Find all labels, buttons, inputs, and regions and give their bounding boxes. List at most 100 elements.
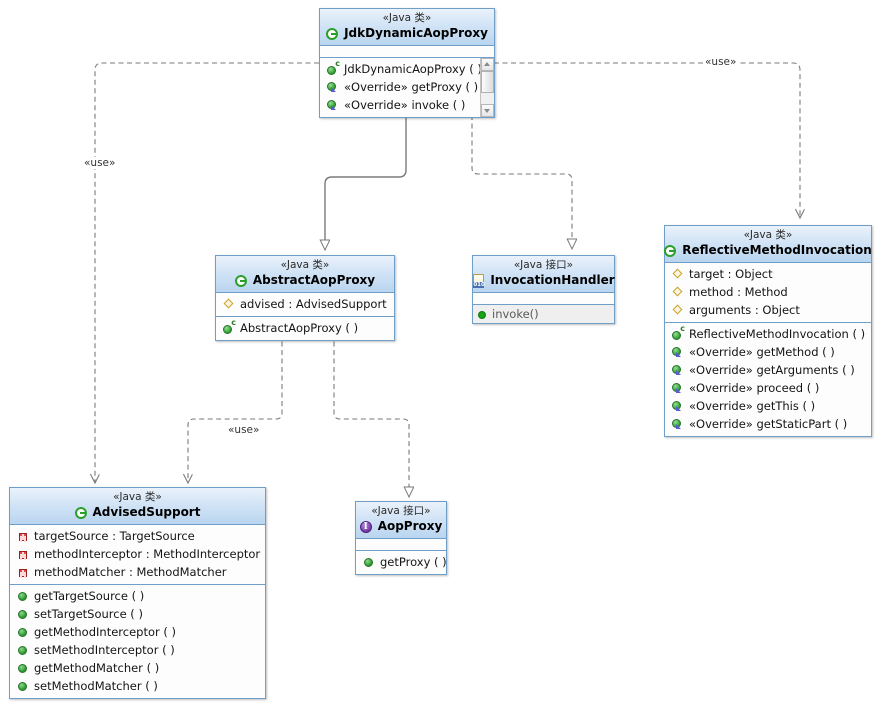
member-label: targetSource : TargetSource: [34, 529, 195, 544]
member-row[interactable]: setMethodInterceptor ( ): [10, 641, 265, 659]
class-name-row: ReflectiveMethodInvocation: [664, 243, 872, 258]
public-method-icon: [17, 644, 29, 656]
fields-compartment: advised : AdvisedSupport: [216, 293, 394, 317]
member-row[interactable]: «Override» getStaticPart ( ): [665, 415, 871, 433]
class-stereotype: «Java 类»: [743, 229, 793, 241]
override-method-icon: [672, 418, 684, 430]
private-field-icon: [17, 530, 29, 542]
member-label: methodInterceptor : MethodInterceptor: [34, 547, 261, 562]
override-method-icon: [672, 400, 684, 412]
edge-use-jdk-to-reflectivemethodinvocation: [494, 62, 800, 218]
class-header-reflective-method-invocation: «Java 类» ReflectiveMethodInvocation: [664, 226, 872, 264]
member-row[interactable]: getProxy ( ): [356, 553, 447, 571]
member-row[interactable]: «Override» proceed ( ): [665, 379, 871, 397]
member-row[interactable]: JdkDynamicAopProxy ( ): [320, 60, 482, 78]
override-method-icon: [672, 364, 684, 376]
public-method-icon: [363, 556, 375, 568]
member-label: ReflectiveMethodInvocation ( ): [689, 327, 866, 342]
member-label: setTargetSource ( ): [34, 607, 143, 622]
class-name: AdvisedSupport: [92, 505, 201, 520]
constructor-icon: [223, 319, 236, 335]
protected-field-icon: [672, 286, 684, 298]
member-row[interactable]: «Override» invoke ( ): [320, 96, 479, 114]
member-row[interactable]: setMethodMatcher ( ): [10, 677, 265, 695]
override-method-icon: [672, 346, 684, 358]
member-row[interactable]: target : Object: [665, 265, 871, 283]
override-method-icon: [327, 99, 339, 111]
class-box-advised-support[interactable]: «Java 类» AdvisedSupport targetSource : T…: [9, 487, 266, 700]
class-box-jdk-dynamic-aop-proxy[interactable]: «Java 类» JdkDynamicAopProxy JdkDynamicAo…: [319, 8, 495, 119]
class-box-invocation-handler[interactable]: «Java 接口» InvocationHandler invoke(): [472, 255, 615, 325]
class-box-abstract-aop-proxy[interactable]: «Java 类» AbstractAopProxy advised : Advi…: [215, 255, 395, 342]
public-method-icon: [17, 626, 29, 638]
class-header-advised-support: «Java 类» AdvisedSupport: [10, 488, 265, 526]
member-label: methodMatcher : MethodMatcher: [34, 565, 227, 580]
member-row[interactable]: advised : AdvisedSupport: [216, 295, 394, 313]
member-row[interactable]: methodInterceptor : MethodInterceptor: [10, 545, 265, 563]
member-row[interactable]: «Override» getProxy ( ): [320, 78, 479, 96]
public-method-icon: [17, 590, 29, 602]
class-name-row: AopProxy: [359, 519, 442, 534]
class-stereotype: «Java 接口»: [371, 505, 431, 517]
member-row[interactable]: getTargetSource ( ): [10, 587, 265, 605]
private-field-icon: [17, 548, 29, 560]
member-row[interactable]: targetSource : TargetSource: [10, 527, 265, 545]
edge-generalization-jdk-to-abstract: [325, 118, 407, 250]
class-header-abstract-aop-proxy: «Java 类» AbstractAopProxy: [216, 256, 394, 294]
member-row[interactable]: methodMatcher : MethodMatcher: [10, 563, 265, 581]
methods-compartment: getProxy ( ): [356, 550, 447, 575]
member-label: JdkDynamicAopProxy ( ): [344, 62, 482, 77]
scroll-up-arrow-icon[interactable]: [481, 58, 494, 72]
member-label: «Override» getArguments ( ): [689, 363, 855, 378]
class-icon: [234, 274, 249, 288]
member-row[interactable]: «Override» getArguments ( ): [665, 361, 871, 379]
member-row[interactable]: method : Method: [665, 283, 871, 301]
java-binary-icon: [472, 273, 486, 288]
class-icon: [326, 27, 340, 41]
member-row[interactable]: ReflectiveMethodInvocation ( ): [665, 325, 871, 343]
class-name-row: AbstractAopProxy: [220, 273, 390, 288]
edge-realization-jdk-to-invocationhandler: [471, 115, 572, 249]
protected-field-icon: [672, 268, 684, 280]
class-header-aop-proxy: «Java 接口» AopProxy: [356, 502, 446, 540]
member-row[interactable]: getMethodMatcher ( ): [10, 659, 265, 677]
public-method-icon: [17, 662, 29, 674]
scrollbar-thumb[interactable]: [481, 71, 494, 94]
methods-compartment: getTargetSource ( ) setTargetSource ( ) …: [10, 584, 265, 699]
class-stereotype: «Java 类»: [280, 259, 330, 271]
class-box-reflective-method-invocation[interactable]: «Java 类» ReflectiveMethodInvocation targ…: [664, 225, 872, 438]
member-row[interactable]: getMethodInterceptor ( ): [10, 623, 265, 641]
member-label: getMethodMatcher ( ): [34, 661, 160, 676]
member-label: setMethodMatcher ( ): [34, 679, 158, 694]
member-label: «Override» getMethod ( ): [689, 345, 835, 360]
class-stereotype: «Java 类»: [113, 491, 162, 503]
class-icon: [74, 506, 89, 520]
member-row[interactable]: AbstractAopProxy ( ): [216, 319, 394, 337]
member-row[interactable]: setTargetSource ( ): [10, 605, 265, 623]
edge-label-use-top-right: «use»: [703, 56, 739, 68]
class-stereotype: «Java 类»: [382, 12, 432, 24]
class-name-row: InvocationHandler: [473, 273, 615, 288]
override-method-icon: [672, 382, 684, 394]
constructor-icon: [327, 60, 340, 76]
class-name: AbstractAopProxy: [252, 273, 376, 288]
override-method-icon: [327, 81, 339, 93]
scroll-down-arrow-icon[interactable]: [481, 104, 494, 118]
member-row[interactable]: arguments : Object: [665, 301, 871, 319]
member-row[interactable]: «Override» getThis ( ): [665, 397, 871, 415]
class-header-invocation-handler: «Java 接口» InvocationHandler: [473, 256, 615, 294]
interface-method-icon: [477, 308, 489, 320]
public-method-icon: [17, 608, 29, 620]
class-stereotype: «Java 接口»: [513, 259, 574, 271]
member-row[interactable]: invoke(): [473, 305, 614, 323]
edge-label-use-mid: «use»: [226, 424, 262, 436]
fields-compartment-empty: [473, 293, 614, 305]
member-label: getTargetSource ( ): [34, 589, 145, 604]
vertical-scrollbar[interactable]: [480, 58, 494, 118]
member-row[interactable]: «Override» getMethod ( ): [665, 343, 871, 361]
member-label: «Override» getStaticPart ( ): [689, 417, 848, 432]
fields-compartment-empty: [320, 46, 494, 58]
class-box-aop-proxy[interactable]: «Java 接口» AopProxy getProxy ( ): [355, 501, 447, 576]
class-name: ReflectiveMethodInvocation: [682, 243, 872, 258]
